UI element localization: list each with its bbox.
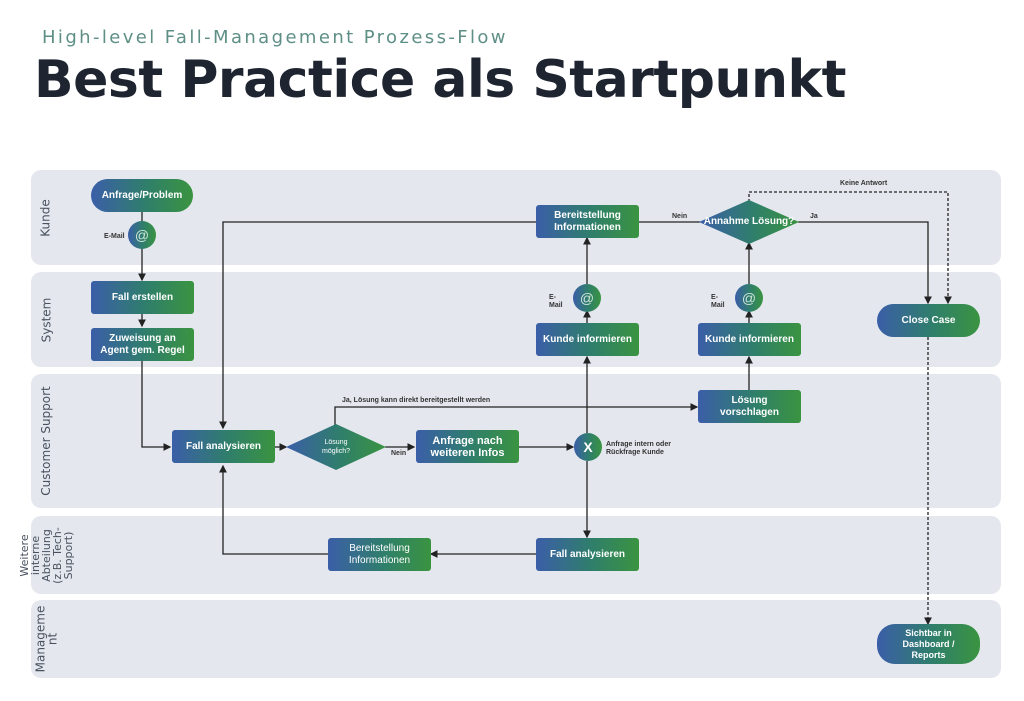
- node-fall-analysieren-support[interactable]: Fall analysieren: [172, 430, 275, 463]
- lane-label-weitere-abteilung: Weitere interne Abteilung (z.B. Tech- Su…: [17, 526, 75, 584]
- node-anfrage-weitere-infos[interactable]: Anfrage nach weiteren Infos: [416, 430, 519, 463]
- node-loesung-vorschlagen[interactable]: Lösung vorschlagen: [698, 390, 801, 423]
- node-bereitstellung-informationen-kunde[interactable]: Bereitstellung Informationen: [536, 205, 639, 238]
- gateway-x[interactable]: X: [574, 433, 602, 461]
- decision-annahme-loesung[interactable]: Annahme Lösung?: [699, 200, 799, 244]
- decision-loesung-moeglich[interactable]: Lösung möglich?: [286, 424, 386, 470]
- node-kunde-informieren-1[interactable]: Kunde informieren: [536, 323, 639, 356]
- node-close-case[interactable]: Close Case: [877, 304, 980, 337]
- edge-label-ja-annahme: Ja: [810, 213, 818, 220]
- decision-loesung-label: Lösung möglich?: [321, 439, 350, 455]
- edge-label-email: E-Mail: [104, 233, 125, 240]
- lane-label-system: System: [39, 297, 53, 342]
- lane-label-customer-support: Customer Support: [39, 386, 54, 496]
- node-zuweisung-agent[interactable]: Zuweisung an Agent gem. Regel: [91, 328, 194, 361]
- node-fall-erstellen[interactable]: Fall erstellen: [91, 281, 194, 314]
- node-bereitstellung-informationen-weitere[interactable]: Bereitstellung Informationen: [328, 538, 431, 571]
- edge-label-email: E- Mail: [711, 294, 725, 309]
- node-sichtbar-dashboard[interactable]: Sichtbar in Dashboard / Reports: [877, 624, 980, 664]
- page-title: Best Practice als Startpunkt: [34, 50, 846, 110]
- email-icon: @: [735, 284, 763, 312]
- edge-label-keine-antwort: Keine Antwort: [840, 180, 888, 187]
- node-kunde-informieren-2[interactable]: Kunde informieren: [698, 323, 801, 356]
- lane-weitere-abteilung: Weitere interne Abteilung (z.B. Tech- Su…: [18, 516, 1001, 594]
- edge-label-nein-annahme: Nein: [672, 213, 688, 220]
- email-icon: @: [573, 284, 601, 312]
- edge-label-gateway-note: Anfrage intern oder Rückfrage Kunde: [606, 441, 671, 456]
- lane-label-kunde: Kunde: [39, 198, 54, 237]
- lane-label-management: Manageme nt: [33, 605, 59, 673]
- node-fall-analysieren-weitere[interactable]: Fall analysieren: [536, 538, 639, 571]
- decision-annahme-label: Annahme Lösung?: [703, 216, 795, 227]
- lane-management: Manageme nt: [31, 600, 1001, 678]
- page-subtitle: High-level Fall-Management Prozess-Flow: [42, 27, 508, 48]
- email-icon: @: [128, 221, 156, 249]
- edge-label-nein-loesung: Nein: [391, 450, 407, 457]
- edge-label-ja-direkt: Ja, Lösung kann direkt bereitgestellt we…: [342, 397, 491, 404]
- edge-label-email: E- Mail: [549, 294, 563, 309]
- node-anfrage-problem[interactable]: Anfrage/Problem: [91, 179, 193, 212]
